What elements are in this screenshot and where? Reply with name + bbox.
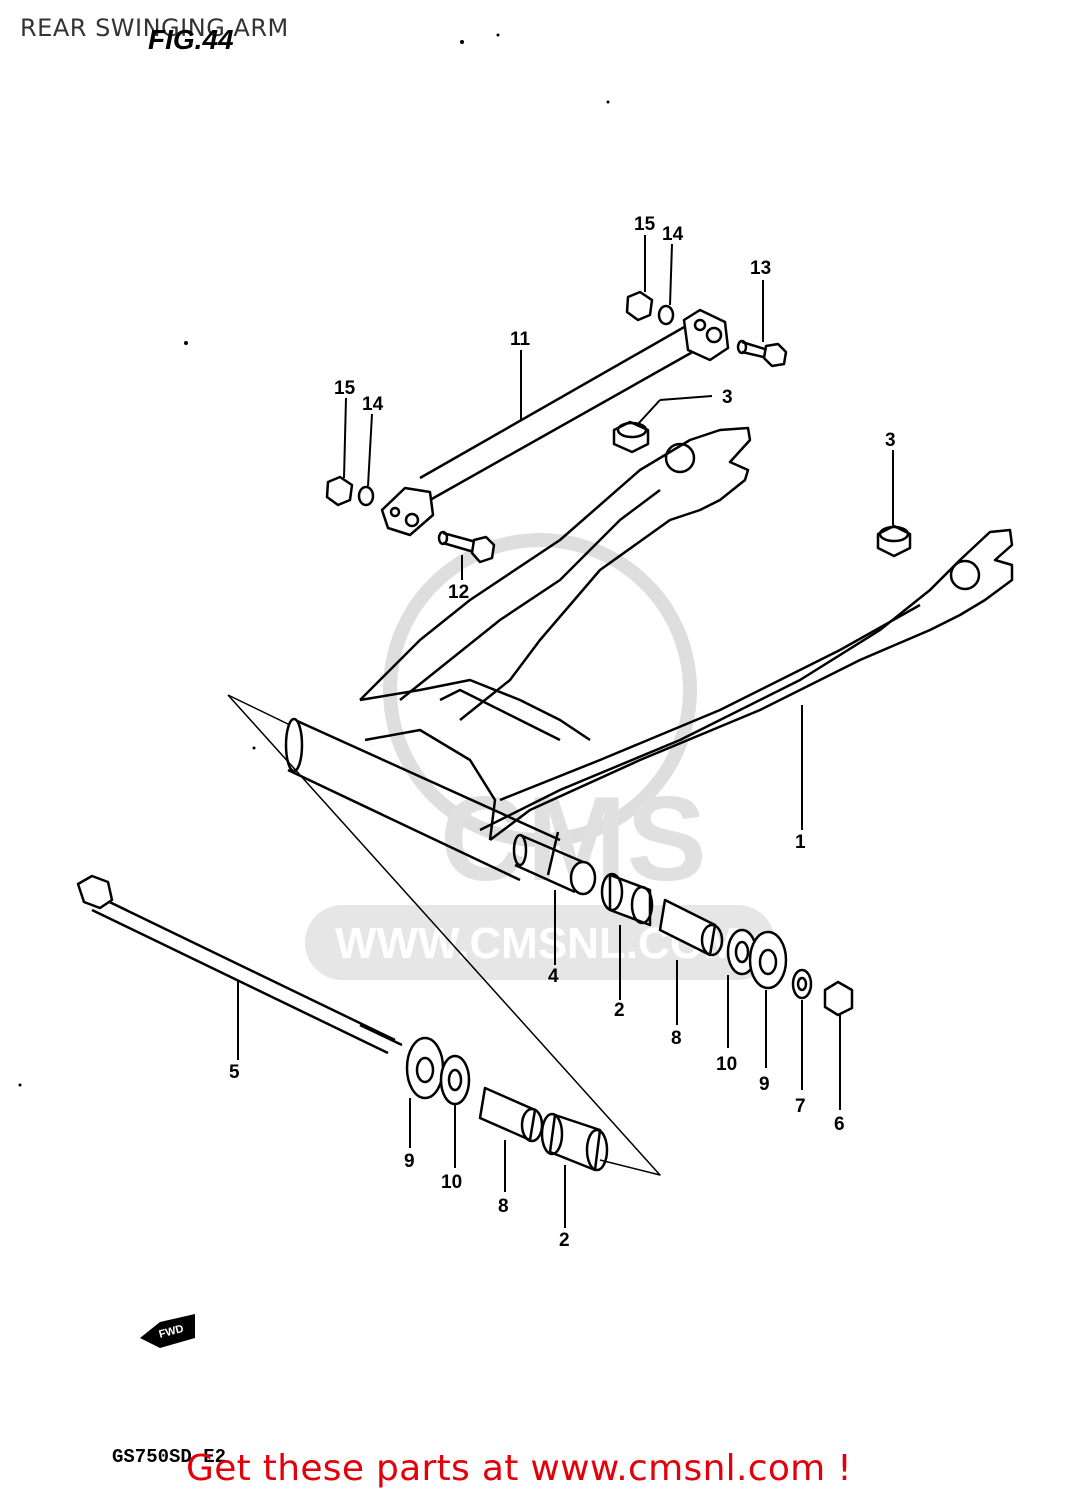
bolt-12 — [437, 530, 496, 564]
washer-9-right — [748, 930, 788, 990]
callout-14-left: 14 — [362, 394, 384, 415]
swing-arm — [284, 426, 1014, 882]
callout-3-a: 3 — [722, 387, 733, 408]
callout-9-right: 9 — [759, 1074, 770, 1095]
nut-washer-left — [325, 475, 375, 507]
nut-6 — [823, 980, 854, 1017]
callout-labels: 15 14 13 11 3 15 14 3 12 1 4 2 8 10 9 7 … — [229, 214, 896, 1251]
callout-15-top: 15 — [634, 214, 656, 235]
scan-specks — [18, 33, 610, 1087]
washer-10-left — [439, 1054, 471, 1106]
callout-4: 4 — [548, 966, 559, 987]
guide-lines — [227, 694, 661, 1176]
callout-8-right: 8 — [671, 1028, 682, 1049]
callout-2-right: 2 — [614, 1000, 625, 1021]
model-code: GS750SD E2 — [112, 1446, 227, 1468]
forward-arrow-icon: FWD — [140, 1314, 195, 1348]
spacer-8-left — [478, 1086, 544, 1143]
cta-link[interactable]: Get these parts at www.cmsnl.com ! — [186, 1448, 852, 1489]
callout-2-left: 2 — [559, 1230, 570, 1251]
callout-12: 12 — [448, 582, 469, 603]
spacer-4 — [512, 833, 597, 896]
callout-10-left: 10 — [441, 1172, 462, 1193]
bushing-3-b — [876, 524, 912, 558]
bushing-3-a — [612, 420, 650, 454]
nut-washer-top — [625, 290, 675, 326]
callout-5: 5 — [229, 1062, 240, 1083]
spacer-8-right — [658, 898, 724, 957]
callout-7: 7 — [795, 1096, 806, 1117]
washer-9-left — [405, 1036, 445, 1100]
callout-13: 13 — [750, 258, 771, 279]
callout-3-b: 3 — [885, 430, 896, 451]
figure-label: FIG.44 — [148, 24, 234, 55]
bearing-2-right — [600, 872, 654, 927]
torque-rod — [380, 308, 730, 537]
callout-6: 6 — [834, 1114, 845, 1135]
callout-9-left: 9 — [404, 1151, 415, 1172]
leader-lines — [237, 235, 894, 1228]
watermark: CMS WWW.CMSNL.COM — [305, 533, 775, 980]
page-title: REAR SWINGING ARM — [20, 14, 289, 42]
callout-14-top: 14 — [662, 224, 684, 245]
callout-11: 11 — [510, 329, 531, 350]
callout-15-left: 15 — [334, 378, 356, 399]
bearing-2-left — [540, 1112, 609, 1172]
callout-1: 1 — [795, 832, 806, 853]
bolt-13 — [736, 339, 788, 368]
callout-8-left: 8 — [498, 1196, 509, 1217]
callout-10-right: 10 — [716, 1054, 737, 1075]
washer-7 — [791, 968, 813, 1000]
pivot-shaft — [76, 874, 403, 1055]
